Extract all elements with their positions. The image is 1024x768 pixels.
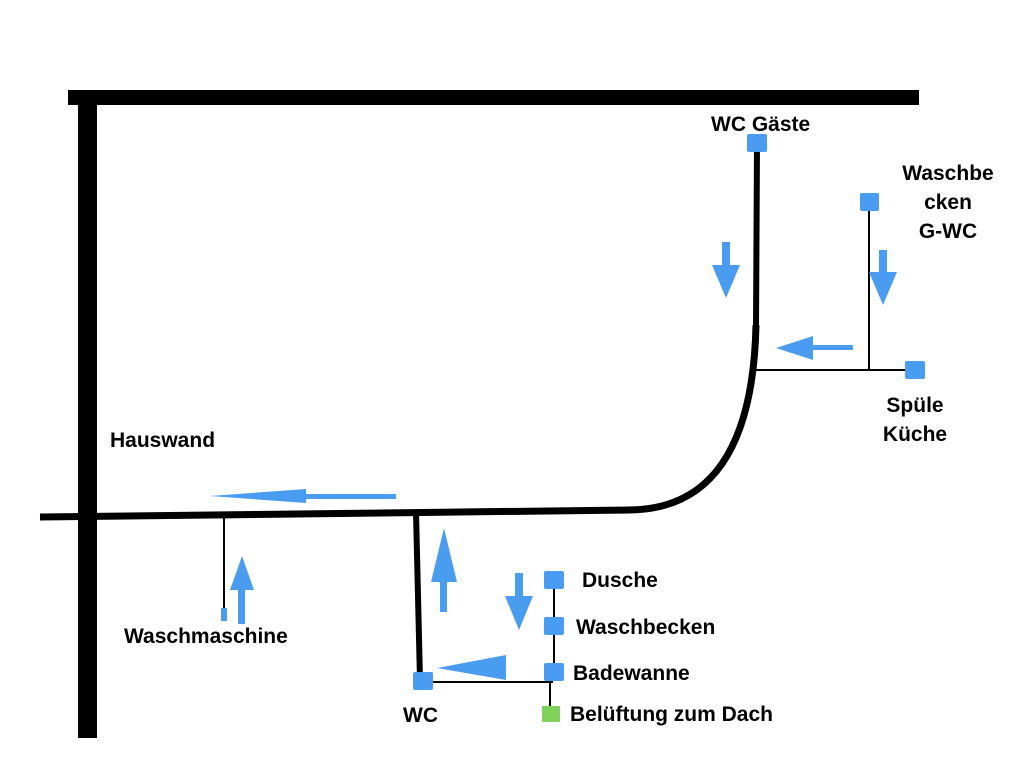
fixture-nodes xyxy=(221,134,925,722)
waschbecken-gwc-node xyxy=(860,193,879,211)
wall-top xyxy=(68,90,919,105)
label-waschbecken-gwc-2: cken xyxy=(924,191,972,214)
label-spuele-1: Spüle xyxy=(886,394,943,417)
label-badewanne: Badewanne xyxy=(573,662,690,685)
flow-arrow-down-icon xyxy=(869,250,897,305)
main-drain-pipe xyxy=(39,144,760,681)
main-curve-pipe xyxy=(627,324,760,514)
branch-pipes xyxy=(223,202,915,710)
label-waschbecken: Waschbecken xyxy=(576,616,715,639)
flow-arrows xyxy=(210,242,897,680)
label-belueftung: Belüftung zum Dach xyxy=(570,703,773,726)
labels: WC Gäste Waschbe cken G-WC Spüle Küche H… xyxy=(110,113,994,727)
wc-gaeste-riser xyxy=(753,144,760,328)
label-waschmaschine: Waschmaschine xyxy=(124,625,288,648)
wc-branch-pipe xyxy=(413,511,423,681)
main-horizontal-pipe xyxy=(39,506,631,521)
label-dusche: Dusche xyxy=(582,569,658,592)
wc-gaeste-node xyxy=(747,134,767,152)
badewanne-node xyxy=(544,663,564,681)
label-spuele-2: Küche xyxy=(883,423,947,446)
house-wall xyxy=(68,90,919,738)
label-hauswand: Hauswand xyxy=(110,429,215,452)
flow-arrow-left-icon xyxy=(210,489,396,503)
waschmaschine-node xyxy=(221,608,227,621)
flow-arrow-up-icon xyxy=(431,528,457,612)
label-wc: WC xyxy=(403,704,438,727)
label-waschbecken-gwc-3: G-WC xyxy=(919,220,977,243)
flow-arrow-down-icon xyxy=(712,242,740,298)
belueftung-node xyxy=(542,706,560,722)
flow-arrow-up-icon xyxy=(230,556,254,624)
wc-node xyxy=(413,672,433,690)
label-waschbecken-gwc-1: Waschbe xyxy=(902,162,993,185)
wall-left xyxy=(78,90,97,738)
dusche-node xyxy=(544,571,564,589)
label-wc-gaeste: WC Gäste xyxy=(711,113,810,136)
flow-arrow-down-icon xyxy=(505,573,533,630)
flow-arrow-left-icon xyxy=(776,336,853,360)
spuele-node xyxy=(905,361,925,379)
flow-arrow-left-icon xyxy=(437,655,506,680)
waschbecken-node xyxy=(544,617,564,635)
